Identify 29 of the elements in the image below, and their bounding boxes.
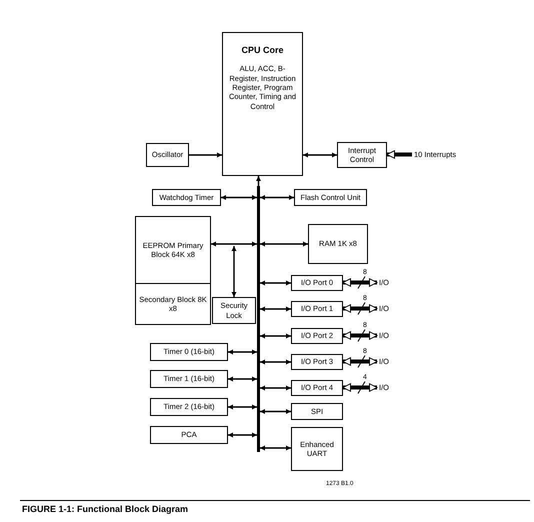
arrow (256, 176, 261, 186)
hollow-arrow (342, 278, 378, 287)
arrow (211, 242, 257, 246)
arrow (232, 246, 236, 297)
arrow (260, 280, 291, 286)
cpu-block (222, 32, 303, 176)
bus-line (257, 186, 260, 452)
hollow-arrow (342, 304, 378, 313)
arrow (260, 446, 291, 450)
arrow (228, 350, 257, 354)
arrow (260, 242, 308, 246)
arrow (189, 152, 222, 158)
arrow (228, 404, 257, 410)
arrow (303, 152, 337, 158)
arrow (260, 409, 291, 414)
arrow (260, 334, 291, 338)
arrow (221, 195, 257, 200)
arrow (260, 195, 294, 200)
hollow-arrow (342, 357, 378, 366)
arrow (260, 386, 291, 390)
block-title: CPU Core (241, 45, 284, 56)
figure-caption: FIGURE 1-1: Functional Block Diagram (22, 504, 188, 514)
arrow (260, 360, 291, 364)
hollow-arrow (342, 331, 378, 340)
hollow-arrow (342, 383, 378, 392)
arrow (228, 432, 257, 438)
hollow-arrow (386, 150, 412, 159)
arrow (260, 306, 291, 312)
arrow (228, 376, 257, 382)
